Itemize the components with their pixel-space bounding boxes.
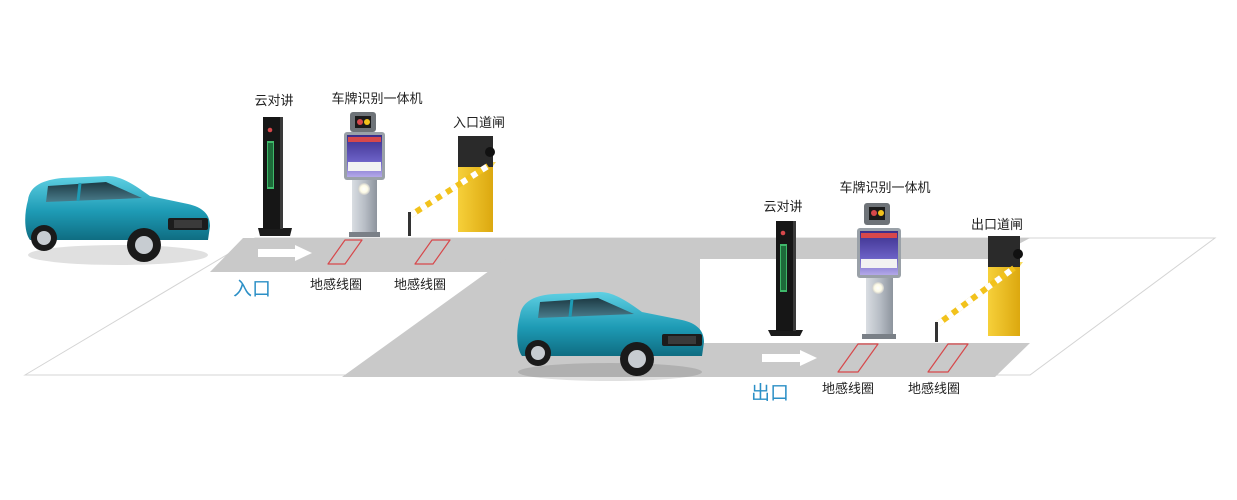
entry-lpr-camera bbox=[344, 112, 385, 237]
exit-intercom bbox=[768, 221, 803, 336]
entry-loop-2-label: 地感线圈 bbox=[394, 277, 446, 293]
exit-loop-2-label: 地感线圈 bbox=[908, 381, 960, 397]
exit-barrier-gate bbox=[935, 236, 1023, 342]
entry-lane-label: 入口 bbox=[233, 278, 271, 300]
exit-loop-1-label: 地感线圈 bbox=[822, 381, 874, 397]
entry-loop-2 bbox=[414, 239, 451, 265]
entry-loop-1 bbox=[327, 239, 363, 265]
exit-intercom-label: 云对讲 bbox=[763, 200, 802, 215]
entry-barrier-gate bbox=[408, 136, 496, 236]
entry-lpr-label: 车牌识别一体机 bbox=[331, 91, 422, 107]
exit-lane-label: 出口 bbox=[751, 382, 789, 404]
exit-barrier-label: 出口道闸 bbox=[971, 218, 1023, 233]
entry-barrier-label: 入口道闸 bbox=[453, 116, 505, 131]
entry-car bbox=[25, 176, 210, 265]
exit-loop-2 bbox=[927, 343, 969, 373]
exit-car bbox=[517, 292, 704, 381]
entry-intercom-label: 云对讲 bbox=[254, 94, 293, 109]
exit-lpr-camera bbox=[857, 203, 901, 339]
entry-direction-arrow bbox=[258, 245, 312, 261]
entry-loop-1-label: 地感线圈 bbox=[310, 277, 362, 293]
exit-direction-arrow bbox=[762, 350, 817, 366]
exit-loop-1 bbox=[837, 343, 879, 373]
entry-intercom bbox=[258, 117, 292, 236]
exit-lpr-label: 车牌识别一体机 bbox=[839, 180, 930, 196]
